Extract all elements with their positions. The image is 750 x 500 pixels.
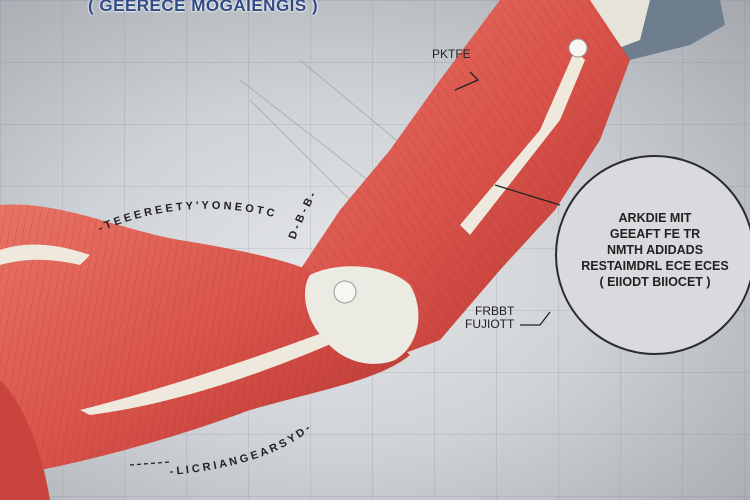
callout-circle — [555, 155, 750, 355]
leader-line-top — [454, 71, 480, 91]
elbow-knob — [333, 280, 357, 304]
leader-line-elbow — [520, 311, 551, 326]
upper-arm-tendon — [80, 330, 340, 415]
leader-line-bottom — [129, 461, 171, 466]
wrist-knob — [568, 38, 588, 58]
label-top-right: PKTFE — [432, 47, 471, 61]
diagram-title: ( GEERECE MOGAIENGIS ) — [88, 0, 319, 15]
callout-line: GEEAFT FE TR — [609, 227, 701, 241]
curved-label-forearm: D - B - B - — [287, 190, 319, 241]
label-elbow-right-2: FUJIOTT — [465, 317, 515, 331]
elbow-bone — [305, 266, 419, 364]
callout-line: ( EIIODT BIIOCET ) — [599, 275, 711, 289]
callout-line: RESTAIMDRL ECE ECES — [581, 259, 729, 273]
curved-label-bottom: - L I C R I A N G E A R S Y D - — [169, 422, 313, 478]
label-elbow-right-1: FRBBT — [475, 304, 515, 318]
leader-line-callout — [494, 184, 561, 206]
shoulder-tendon — [0, 244, 90, 265]
callout-line: ARKDIE MIT — [618, 211, 692, 225]
lower-muscle — [0, 380, 50, 500]
callout-text: ARKDIE MIT GEEAFT FE TR NMTH ADIDADS RES… — [560, 210, 750, 290]
forearm-tendon — [460, 50, 585, 235]
callout-line: NMTH ADIDADS — [606, 243, 704, 257]
